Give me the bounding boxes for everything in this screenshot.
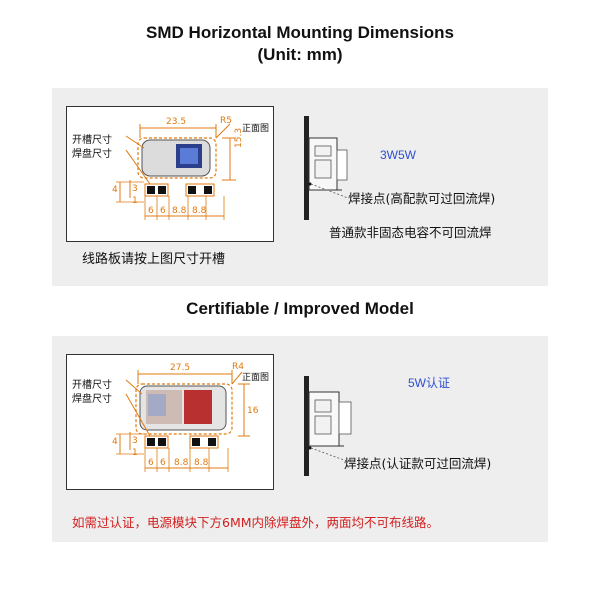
width-dimension: 23.5 (166, 117, 187, 127)
title-certifiable: Certifiable / Improved Model (186, 299, 414, 318)
slot-size-label: 开槽尺寸 (72, 135, 112, 146)
bottom-dim-4: 8.8 (192, 206, 207, 216)
dimension-drawing-svg (116, 370, 352, 476)
height-dimension: 16 (247, 406, 259, 416)
pcb-side (304, 376, 309, 476)
slot-outline (135, 383, 233, 435)
front-view-label: 正面图 (242, 124, 270, 134)
panel-standard-model: 开槽尺寸 焊盘尺寸 正面图 23.5 R5 15.3 4 3 1 6 6 8.8… (52, 88, 548, 286)
width-dimension: 27.5 (170, 363, 191, 373)
dimension-drawing-svg (116, 116, 349, 220)
bottom-dim-2: 6 (160, 206, 166, 216)
left-dim-3: 1 (132, 196, 138, 206)
bottom-dim-1: 6 (148, 206, 154, 216)
title-line-2: (Unit: mm) (257, 45, 343, 64)
bottom-dim-1: 6 (148, 458, 154, 468)
bottom-dim-3: 8.8 (174, 458, 189, 468)
weld-point-note: 焊接点(高配款可过回流焊) (348, 191, 496, 206)
weld-point-note: 焊接点(认证款可过回流焊) (344, 456, 492, 471)
module-component-highlight (180, 148, 198, 164)
pad-size-label: 焊盘尺寸 (72, 394, 112, 405)
left-dim-1: 4 (112, 185, 118, 195)
certification-warning: 如需过认证，电源模块下方6MM内除焊盘外，两面均不可布线路。 (72, 515, 440, 530)
radius-leader (215, 123, 231, 139)
left-dim-1: 4 (112, 437, 118, 447)
radius-dimension: R4 (232, 362, 244, 372)
pad (158, 186, 166, 194)
pad (204, 186, 212, 194)
height-dimension: 15.3 (234, 127, 244, 148)
slot-outline (137, 137, 217, 179)
model-label: 3W5W (380, 148, 416, 162)
front-view-label: 正面图 (242, 373, 270, 383)
pad (188, 186, 196, 194)
left-dim-2: 3 (132, 184, 138, 194)
radius-dimension: R5 (220, 116, 232, 126)
left-dim-3: 1 (132, 448, 138, 458)
bottom-dim-4: 8.8 (194, 458, 209, 468)
bottom-dim-3: 8.8 (172, 206, 187, 216)
slot-size-label: 开槽尺寸 (72, 380, 112, 391)
pad-size-label: 焊盘尺寸 (72, 149, 112, 160)
title-line-1: SMD Horizontal Mounting Dimensions (146, 23, 454, 42)
module-transformer (184, 390, 212, 424)
model-label: 5W认证 (408, 376, 451, 390)
pcb-slot-caption: 线路板请按上图尺寸开槽 (82, 252, 226, 267)
left-dim-2: 3 (132, 436, 138, 446)
normal-model-note: 普通款非固态电容不可回流焊 (329, 225, 492, 240)
panel-certifiable-model: 开槽尺寸 焊盘尺寸 正面图 27.5 R4 16 4 3 1 6 6 8.8 8… (52, 336, 548, 542)
bottom-dim-2: 6 (160, 458, 166, 468)
pad (147, 186, 155, 194)
pcb-side (304, 116, 309, 220)
